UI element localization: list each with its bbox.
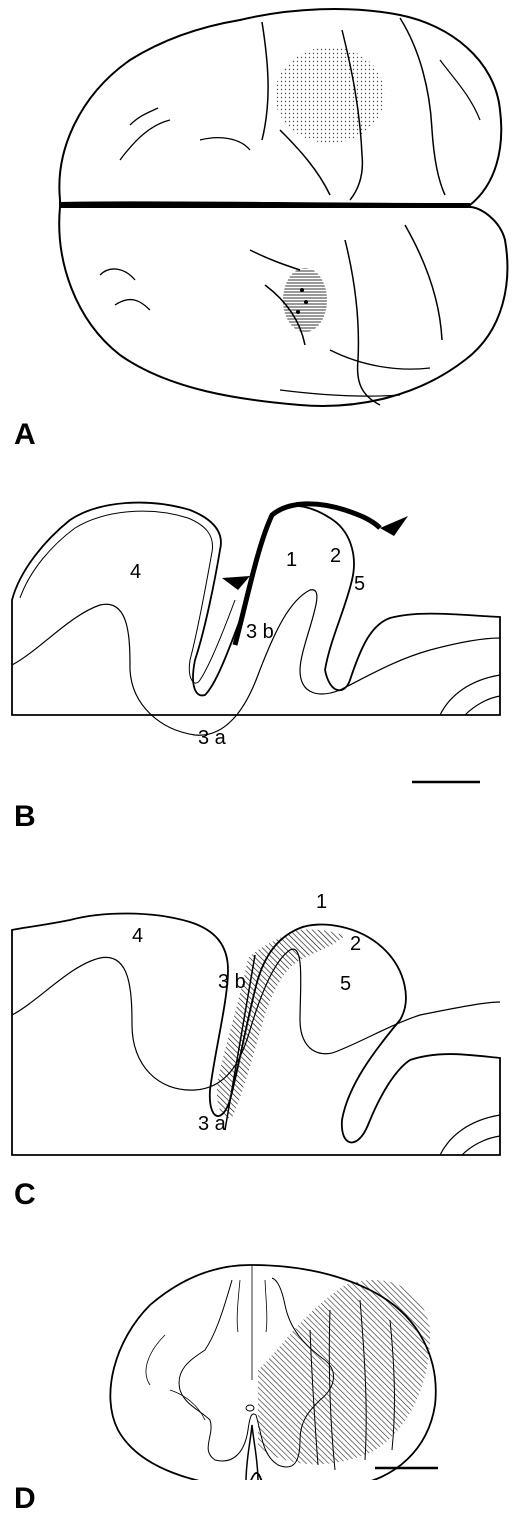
brain-dorsal-view xyxy=(0,0,519,420)
area-label-2: 2 xyxy=(330,545,341,567)
area-label-3a: 3 a xyxy=(198,727,227,749)
gray-white-border-b xyxy=(12,590,500,736)
area-label-3b: 3 b xyxy=(246,621,274,643)
central-canal xyxy=(246,1405,254,1411)
arrow-right xyxy=(380,516,408,536)
area-label-3a: 3 a xyxy=(198,1113,227,1135)
area-label-2: 2 xyxy=(350,933,361,955)
cortical-section-c: 1 2 4 3 b 5 3 a xyxy=(0,850,519,1180)
panel-a: A xyxy=(0,0,519,470)
panel-d: D xyxy=(0,1220,519,1521)
hatched-region-c xyxy=(217,929,345,1118)
cortical-section-b: 4 1 2 5 3 b 3 a xyxy=(0,470,519,810)
panel-label-d: D xyxy=(14,1482,36,1516)
area-label-3b: 3 b xyxy=(218,971,246,993)
panel-label-c: C xyxy=(14,1178,36,1212)
area-label-4: 4 xyxy=(130,561,141,583)
spinal-cord-section xyxy=(0,1220,519,1480)
area-label-1: 1 xyxy=(316,891,327,913)
panel-b: 4 1 2 5 3 b 3 a B xyxy=(0,470,519,850)
hatched-region-d xyxy=(258,1280,430,1464)
area-label-5: 5 xyxy=(354,573,365,595)
panel-label-a: A xyxy=(14,418,36,452)
panel-c: 1 2 4 3 b 5 3 a C xyxy=(0,850,519,1220)
midline-fissure xyxy=(60,203,470,205)
hatched-lesion-area xyxy=(283,268,327,332)
area-label-5: 5 xyxy=(340,973,351,995)
section-b-outline xyxy=(12,503,500,715)
area-label-1: 1 xyxy=(286,549,297,571)
panel-label-b: B xyxy=(14,800,36,834)
area-label-4: 4 xyxy=(132,925,143,947)
arrow-left xyxy=(222,576,250,590)
dotted-lesion-area xyxy=(275,47,385,143)
lower-hemisphere-outline xyxy=(59,207,507,406)
